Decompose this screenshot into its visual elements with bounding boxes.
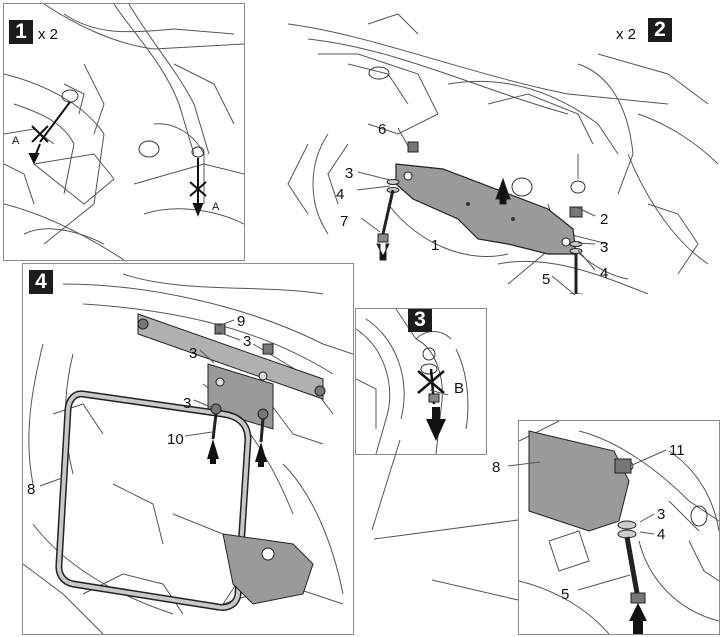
callout-10: 10 [167, 431, 184, 448]
quantity-multiplier-2: x 2 [616, 26, 637, 43]
detail-callout-8-outer: 8 [492, 459, 501, 476]
panel-step-2: x 2 2 6 3 4 7 1 2 3 4 5 [247, 3, 720, 295]
step-number-1: 1 [9, 20, 33, 44]
detail-callout-3: 3 [657, 506, 666, 523]
step-number-4: 4 [29, 270, 53, 294]
callout-4-left: 4 [336, 186, 345, 203]
callout-4-right: 4 [600, 265, 609, 282]
callout-2: 2 [600, 211, 609, 228]
callout-3-upper: 3 [243, 333, 252, 350]
callout-9: 9 [237, 313, 246, 330]
callout-1: 1 [431, 237, 440, 254]
callout-7: 7 [340, 213, 349, 230]
callout-3-right: 3 [600, 239, 609, 256]
detail-callout-11: 11 [669, 442, 685, 459]
mounting-plate-and-frame [55, 313, 326, 611]
callout-3-left: 3 [345, 165, 354, 182]
bracket-part-1 [395, 163, 577, 255]
step-number-3: 3 [408, 309, 432, 332]
callout-5: 5 [542, 271, 551, 288]
callout-b: B [454, 380, 465, 397]
quantity-multiplier-1: x 2 [38, 26, 59, 43]
panel-3-drawing [356, 309, 469, 454]
panel-4-drawing [23, 273, 353, 634]
detail-callout-4: 4 [657, 526, 666, 543]
remove-bolt-b-icon [417, 368, 446, 441]
callout-6: 6 [378, 121, 387, 138]
panel-step-4: 4 9 3 3 3 10 8 [22, 263, 354, 635]
fasteners-2 [376, 141, 583, 294]
step-number-2: 2 [648, 18, 672, 42]
callout-a-right: A [212, 201, 220, 213]
panel-detail: 8 11 3 4 5 [518, 420, 720, 635]
callout-3-middle: 3 [189, 345, 198, 362]
panel-step-3: 3 B [355, 308, 487, 455]
removed-bolt-icon [28, 101, 207, 217]
callout-8: 8 [27, 481, 36, 498]
panel-step-1: 1 x 2 A A [3, 3, 245, 261]
callout-a-left: A [12, 135, 20, 147]
detail-bracket-and-bolt [528, 430, 647, 634]
callout-3-lower: 3 [183, 395, 192, 412]
detail-callout-5: 5 [561, 586, 570, 603]
panel-2-drawing [287, 13, 719, 294]
